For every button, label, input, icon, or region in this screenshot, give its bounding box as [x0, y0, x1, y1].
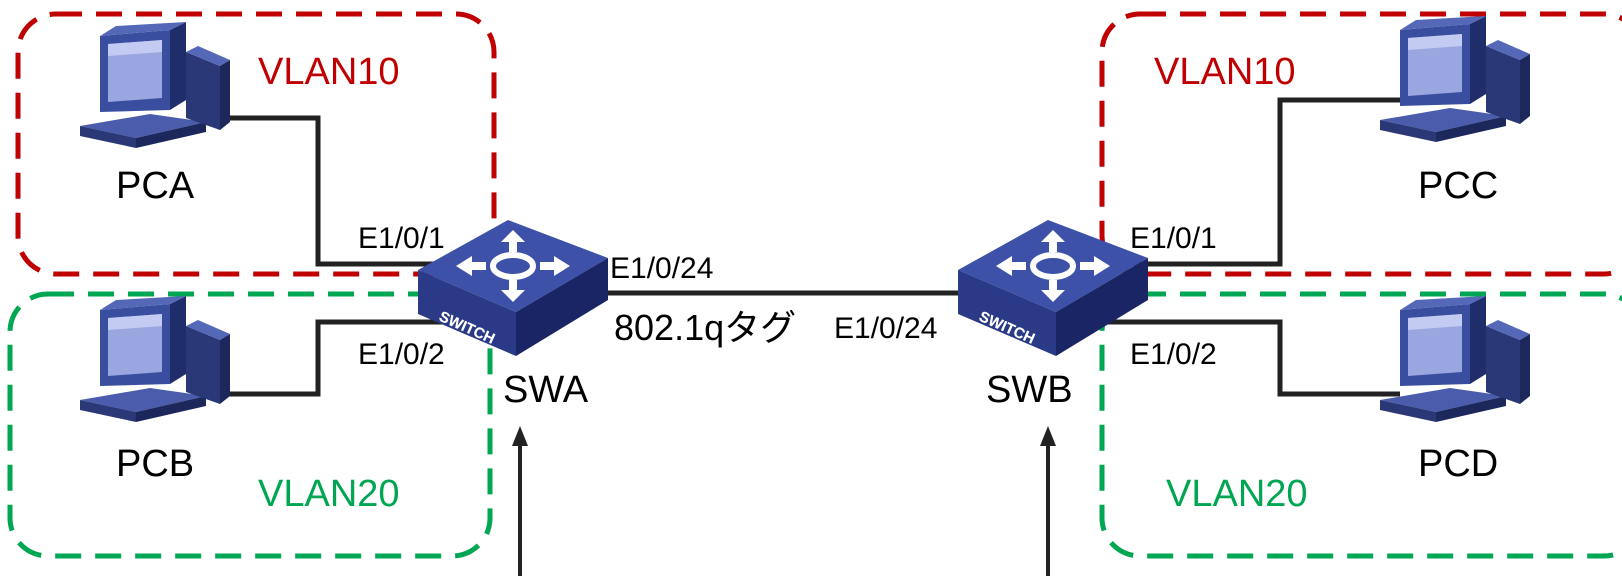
pcd-label: PCD: [1418, 443, 1498, 485]
vlan10-left-label: VLAN10: [258, 51, 400, 93]
link-pcc-swb: [1100, 97, 1400, 267]
swb-label: SWB: [986, 369, 1073, 411]
vlan20-right-box: [1099, 291, 1622, 559]
vlan20-left-label: VLAN20: [258, 473, 400, 515]
pca-label: PCA: [116, 165, 195, 207]
swb-port-e1-label: E1/0/1: [1130, 222, 1217, 255]
vlan10-right-label: VLAN10: [1154, 51, 1296, 93]
swa-label: SWA: [503, 369, 589, 411]
vlan10-right-box: [1099, 11, 1622, 277]
arrow-up-swb: [1040, 426, 1056, 576]
link-pcb-swa: [210, 319, 470, 397]
swb-port-e24-label: E1/0/24: [834, 312, 937, 345]
vlan10-left-box: [15, 11, 497, 277]
swa-switch-icon: SWITCH: [418, 220, 608, 356]
pcc-icon: [1380, 16, 1530, 142]
pcb-icon: [80, 296, 230, 422]
pca-icon: [80, 22, 230, 148]
swb-switch-icon: SWITCH: [958, 220, 1148, 356]
pcc-label: PCC: [1418, 165, 1498, 207]
vlan20-right-label: VLAN20: [1166, 473, 1308, 515]
link-pcd-swb: [1100, 319, 1400, 397]
pcb-label: PCB: [116, 443, 194, 485]
vlan20-left-box: [7, 291, 493, 559]
trunk-tag-label: 802.1qタグ: [614, 307, 796, 348]
pcd-icon: [1380, 296, 1530, 422]
swa-port-e1-label: E1/0/1: [358, 222, 445, 255]
swa-port-e24-label: E1/0/24: [610, 252, 713, 285]
swb-port-e2-label: E1/0/2: [1130, 338, 1217, 371]
swa-port-e2-label: E1/0/2: [358, 338, 445, 371]
arrow-up-swa: [512, 426, 528, 576]
link-pca-swa: [210, 115, 470, 267]
